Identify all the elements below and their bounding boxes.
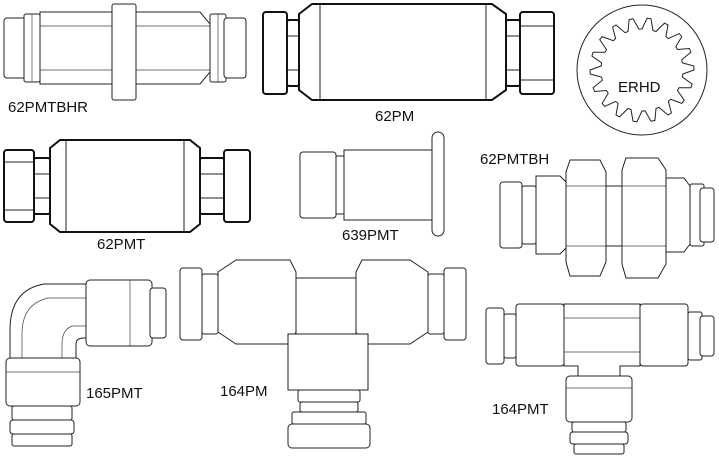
label-164pmt: 164PMT: [492, 401, 549, 418]
fitting-164pm: [179, 259, 467, 449]
fitting-639pmt: [299, 131, 445, 237]
fitting-62pmtbh: [499, 157, 715, 279]
label-62pmtbhr: 62PMTBHR: [8, 99, 88, 116]
fitting-164pmt: [485, 303, 715, 455]
label-639pmt: 639PMT: [342, 227, 399, 244]
fitting-165pmt: [5, 279, 167, 447]
fitting-62pm: [262, 3, 555, 101]
label-erhd: ERHD: [618, 79, 661, 96]
label-62pmt: 62PMT: [97, 236, 145, 253]
erhd-gear-ring: [576, 4, 708, 136]
label-62pm: 62PM: [375, 108, 414, 125]
label-165pmt: 165PMT: [86, 385, 143, 402]
fitting-62pmtbhr: [3, 3, 247, 101]
label-164pm: 164PM: [220, 383, 268, 400]
label-62pmtbh: 62PMTBH: [480, 151, 549, 168]
fitting-62pmt: [3, 139, 251, 233]
